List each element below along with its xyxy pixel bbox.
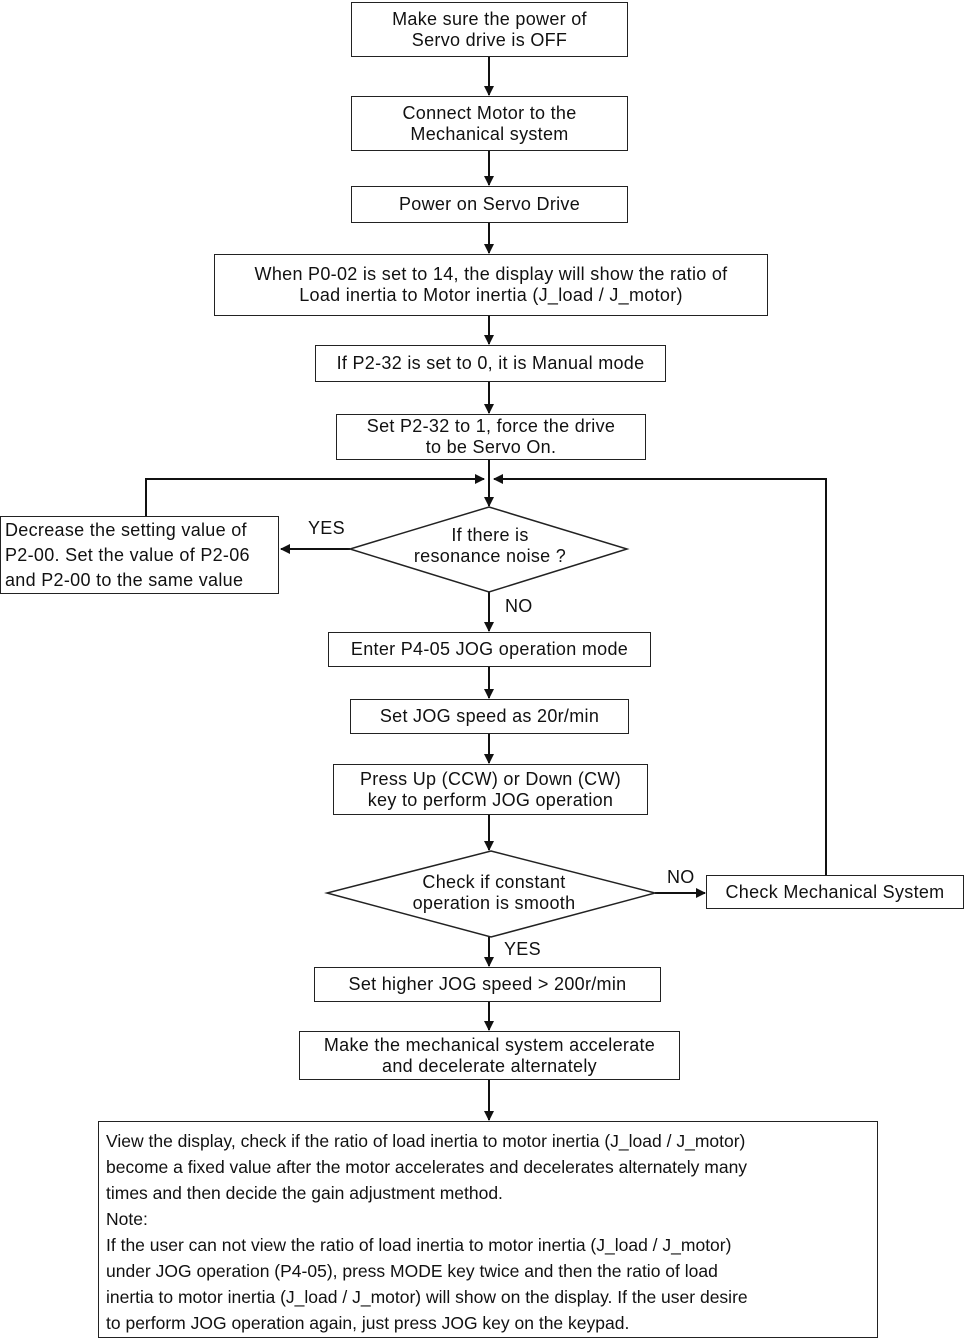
text-line: Set higher JOG speed > 200r/min: [348, 974, 627, 994]
step-press-keys: Press Up (CCW) or Down (CW)key to perfor…: [333, 764, 648, 815]
step-jog-speed: Set JOG speed as 20r/min: [350, 699, 629, 734]
yes-label: YES: [504, 939, 541, 959]
note-line: times and then decide the gain adjustmen…: [106, 1183, 503, 1203]
step-check-mechanical: Check Mechanical System: [706, 875, 964, 909]
no-label: NO: [505, 596, 533, 616]
text-line: When P0-02 is set to 14, the display wil…: [254, 264, 728, 284]
no-label: NO: [667, 867, 695, 887]
text-line: Decrease the setting value of: [5, 519, 247, 540]
note-line: under JOG operation (P4-05), press MODE …: [106, 1261, 718, 1281]
text-line: Check if constant: [422, 872, 566, 892]
yes-label: YES: [308, 518, 345, 538]
note-line: If the user can not view the ratio of lo…: [106, 1235, 732, 1255]
text-line: P2-00. Set the value of P2-06: [5, 544, 250, 565]
text-line: Power on Servo Drive: [398, 194, 581, 214]
resonance-decision-diamond: [347, 506, 630, 593]
text-line: key to perform JOG operation: [367, 789, 614, 810]
step-power-on: Power on Servo Drive: [351, 186, 628, 223]
note-line: inertia to motor inertia (J_load / J_mot…: [106, 1287, 748, 1307]
text-line: resonance noise ?: [413, 546, 567, 566]
loop-left-arrow: [145, 474, 485, 516]
text-line: Check Mechanical System: [725, 881, 945, 902]
text-line: If there is: [451, 525, 529, 545]
text-line: If P2-32 is set to 0, it is Manual mode: [336, 353, 645, 373]
loop-right-arrow: [493, 474, 827, 875]
text-line: and decelerate alternately: [382, 1055, 597, 1076]
text-line: Make sure the power of: [392, 8, 587, 29]
note-line: become a fixed value after the motor acc…: [106, 1157, 748, 1177]
text-line: Connect Motor to the: [402, 102, 577, 123]
final-note-box: View the display, check if the ratio of …: [98, 1121, 878, 1338]
step-higher-speed: Set higher JOG speed > 200r/min: [314, 967, 661, 1002]
text-line: and P2-00 to the same value: [5, 569, 244, 590]
step-p2-32-manual: If P2-32 is set to 0, it is Manual mode: [315, 345, 666, 382]
note-line: View the display, check if the ratio of …: [106, 1131, 746, 1151]
text-line: Press Up (CCW) or Down (CW): [359, 768, 622, 789]
text-line: Servo drive is OFF: [411, 29, 568, 50]
text-line: Set JOG speed as 20r/min: [379, 706, 600, 726]
text-line: Make the mechanical system accelerate: [323, 1034, 656, 1055]
step-decrease-p2-00: Decrease the setting value of P2-00. Set …: [0, 516, 279, 594]
step-p0-02: When P0-02 is set to 14, the display wil…: [214, 254, 768, 316]
smooth-decision-diamond: [324, 850, 658, 938]
text-line: to be Servo On.: [425, 437, 557, 457]
note-line: to perform JOG operation again, just pre…: [106, 1313, 630, 1333]
text-line: Set P2-32 to 1, force the drive: [366, 416, 616, 436]
text-line: Load inertia to Motor inertia (J_load / …: [299, 285, 683, 305]
note-line: Note:: [106, 1209, 148, 1229]
text-line: Enter P4-05 JOG operation mode: [350, 639, 629, 659]
text-line: Mechanical system: [410, 123, 569, 144]
text-line: operation is smooth: [412, 893, 576, 913]
step-jog-mode: Enter P4-05 JOG operation mode: [328, 632, 651, 667]
